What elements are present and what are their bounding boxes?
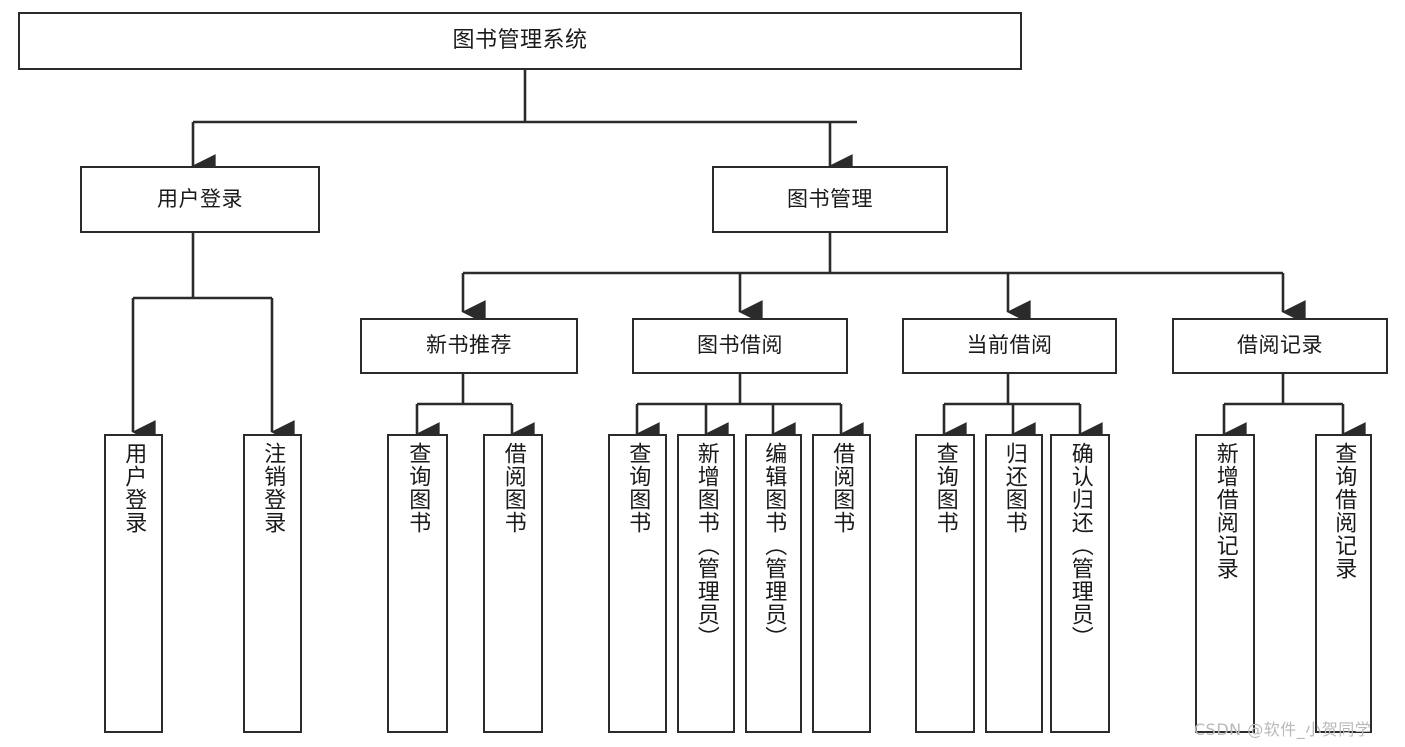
node-label: 编辑图书（管理员） <box>761 442 787 649</box>
leaf-record-add-record[interactable]: 新增借阅记录 <box>1195 434 1255 733</box>
node-label: 确认归还（管理员） <box>1067 442 1093 649</box>
node-label: 用户登录 <box>157 186 243 211</box>
node-label: 新书推荐 <box>426 333 512 358</box>
leaf-new-book-borrow[interactable]: 借阅图书 <box>483 434 543 733</box>
node-user-login[interactable]: 用户登录 <box>80 166 320 233</box>
node-root-system[interactable]: 图书管理系统 <box>18 12 1022 70</box>
leaf-borrow-edit-book-admin[interactable]: 编辑图书（管理员） <box>745 434 802 733</box>
node-label: 借阅图书 <box>500 442 526 534</box>
node-new-book-recommend[interactable]: 新书推荐 <box>360 318 578 374</box>
leaf-user-login-signout[interactable]: 注销登录 <box>243 434 302 733</box>
csdn-watermark: CSDN @软件_小贺同学 <box>1194 720 1372 739</box>
leaf-new-book-query[interactable]: 查询图书 <box>387 434 448 733</box>
node-book-management[interactable]: 图书管理 <box>712 166 948 233</box>
node-current-borrow[interactable]: 当前借阅 <box>902 318 1117 374</box>
node-label: 查询图书 <box>405 442 431 534</box>
node-label: 新增图书（管理员） <box>693 442 719 649</box>
leaf-user-login-signin[interactable]: 用户登录 <box>104 434 163 733</box>
node-label: 查询图书 <box>625 442 651 534</box>
node-label: 用户登录 <box>121 442 147 534</box>
leaf-borrow-query-book[interactable]: 查询图书 <box>608 434 667 733</box>
node-label: 图书管理系统 <box>452 27 588 53</box>
node-book-borrow[interactable]: 图书借阅 <box>632 318 848 374</box>
node-borrow-record[interactable]: 借阅记录 <box>1172 318 1388 374</box>
node-label: 图书管理 <box>787 186 873 211</box>
node-label: 新增借阅记录 <box>1212 442 1238 580</box>
leaf-borrow-add-book-admin[interactable]: 新增图书（管理员） <box>677 434 735 733</box>
node-label: 当前借阅 <box>966 333 1053 358</box>
node-label: 归还图书 <box>1001 442 1027 534</box>
leaf-borrow-borrow-book[interactable]: 借阅图书 <box>812 434 871 733</box>
leaf-current-query-book[interactable]: 查询图书 <box>915 434 975 733</box>
node-label: 借阅记录 <box>1237 333 1323 358</box>
node-label: 查询图书 <box>932 442 958 534</box>
node-label: 注销登录 <box>260 442 286 534</box>
leaf-record-query-record[interactable]: 查询借阅记录 <box>1315 434 1372 733</box>
node-label: 图书借阅 <box>697 333 783 358</box>
leaf-current-return-book[interactable]: 归还图书 <box>985 434 1043 733</box>
node-label: 借阅图书 <box>829 442 855 534</box>
node-label: 查询借阅记录 <box>1331 442 1357 580</box>
leaf-current-confirm-return-admin[interactable]: 确认归还（管理员） <box>1050 434 1110 733</box>
